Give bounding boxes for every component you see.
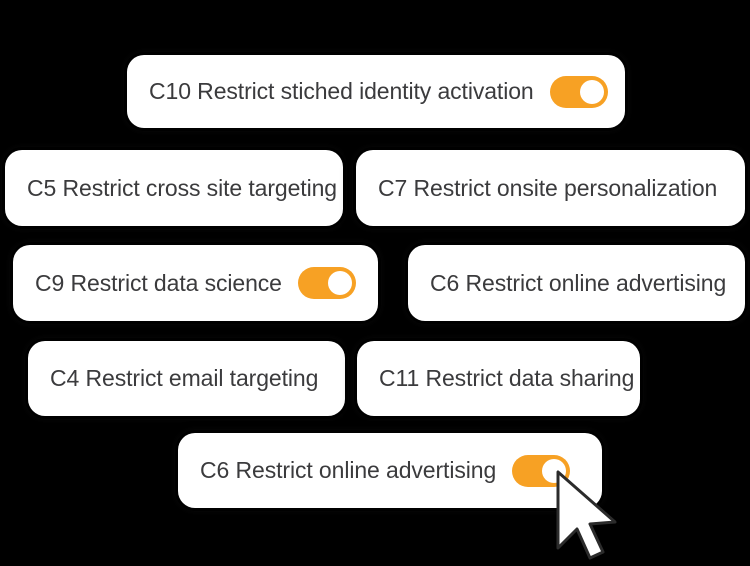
restriction-card-c6-upper[interactable]: C6 Restrict online advertising [408,245,745,321]
restriction-card-label: C7 Restrict onsite personalization [378,174,718,201]
restriction-card-c11[interactable]: C11 Restrict data sharing [357,341,640,416]
restriction-card-c4[interactable]: C4 Restrict email targeting [28,341,345,416]
restriction-card-label: C10 Restrict stiched identity activation [149,78,534,104]
restriction-card-c9[interactable]: C9 Restrict data science [13,245,378,321]
restriction-card-c5[interactable]: C5 Restrict cross site targeting [5,150,343,226]
restriction-card-label: C11 Restrict data sharing [379,365,635,391]
restriction-toggle-c6[interactable] [512,454,571,487]
restriction-card-label: C4 Restrict email targeting [50,365,319,391]
restriction-card-c6-lower[interactable]: C6 Restrict online advertising [178,433,602,508]
toggle-knob [327,271,352,295]
restriction-card-c7[interactable]: C7 Restrict onsite personalization [356,150,745,226]
toggle-knob [542,458,567,483]
restriction-card-label: C5 Restrict cross site targeting [27,174,337,201]
restriction-card-label: C6 Restrict online advertising [200,457,497,483]
restriction-card-label: C9 Restrict data science [35,269,282,296]
restriction-toggle-c9[interactable] [297,267,356,299]
restriction-card-label: C6 Restrict online advertising [430,269,727,296]
toggle-knob [579,79,604,104]
restriction-card-c10[interactable]: C10 Restrict stiched identity activation [127,55,625,128]
restriction-toggle-c10[interactable] [549,75,608,108]
